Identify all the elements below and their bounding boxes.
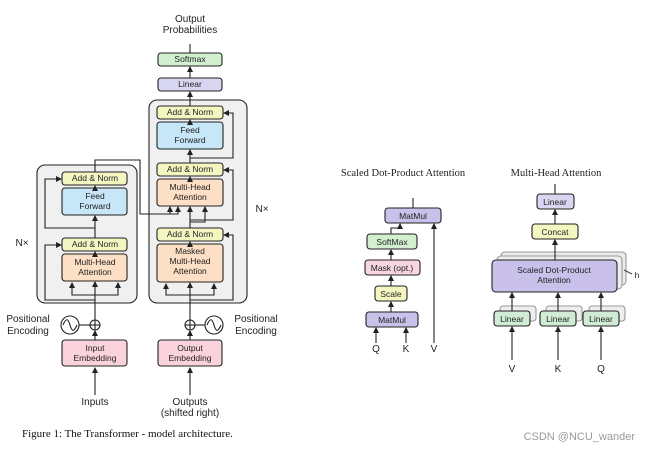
decoder-add-norm-2-label: Add & Norm bbox=[167, 164, 213, 174]
mha-arrows bbox=[509, 209, 604, 360]
mha-v-label: V bbox=[509, 364, 516, 375]
mha-k-label: K bbox=[555, 364, 562, 375]
sdpa-softmax-label: SoftMax bbox=[376, 237, 408, 247]
figure-caption: Figure 1: The Transformer - model archit… bbox=[22, 428, 233, 440]
sdpa-v-label: V bbox=[431, 344, 438, 355]
decoder-add-norm-3-label: Add & Norm bbox=[167, 229, 213, 239]
encoder-add-circle bbox=[89, 319, 101, 331]
mha-h-bracket bbox=[623, 269, 633, 275]
mha-concat-label: Concat bbox=[542, 227, 570, 237]
encoder-add-norm-bottom-label: Add & Norm bbox=[72, 239, 118, 249]
decoder-nx-label: N× bbox=[255, 204, 268, 215]
sdpa-matmul-bottom bbox=[365, 311, 419, 328]
mha-title: Multi-Head Attention bbox=[511, 168, 602, 179]
sdpa-labels: Scaled Dot-Product Attention MatMul Soft… bbox=[341, 168, 466, 355]
mha-labels: Multi-Head Attention Linear Concat Scale… bbox=[500, 168, 639, 375]
linear-label: Linear bbox=[178, 79, 202, 89]
encoder-positional-encoding-icon bbox=[60, 315, 90, 335]
mha-h-label: h bbox=[635, 270, 640, 280]
encoder-stack bbox=[36, 164, 138, 304]
mha-linear-q-label: Linear bbox=[589, 314, 613, 324]
sdpa-q-label: Q bbox=[372, 344, 380, 355]
outputs-label: Outputs(shifted right) bbox=[161, 397, 219, 419]
decoder-positional-encoding-icon bbox=[195, 315, 224, 335]
mha-q-label: Q bbox=[597, 364, 605, 375]
mha-linear-top-label: Linear bbox=[543, 197, 567, 207]
decoder-add-circle bbox=[184, 319, 196, 331]
sdpa-scale-label: Scale bbox=[380, 289, 402, 299]
transformer-diagram bbox=[36, 44, 248, 395]
encoder-add-norm-top-label: Add & Norm bbox=[72, 173, 118, 183]
sdpa-diagram bbox=[364, 198, 442, 343]
sdpa-k-label: K bbox=[403, 344, 410, 355]
watermark: CSDN @NCU_wander bbox=[523, 431, 635, 443]
sdpa-title: Scaled Dot-Product Attention bbox=[341, 168, 466, 179]
mha-diagram bbox=[491, 184, 633, 360]
softmax-label: Softmax bbox=[174, 54, 206, 64]
encoder-nx-label: N× bbox=[15, 238, 28, 249]
inputs-label: Inputs bbox=[81, 397, 108, 408]
sdpa-matmul-bottom-label: MatMul bbox=[378, 315, 406, 325]
transformer-arrows bbox=[92, 66, 193, 395]
mha-linear-k-label: Linear bbox=[546, 314, 570, 324]
sdpa-matmul-top-label: MatMul bbox=[399, 211, 427, 221]
mha-linear-v-label: Linear bbox=[500, 314, 524, 324]
sdpa-mask-label: Mask (opt.) bbox=[371, 263, 414, 273]
decoder-add-norm-1-label: Add & Norm bbox=[167, 107, 213, 117]
sdpa-arrows bbox=[373, 223, 437, 343]
